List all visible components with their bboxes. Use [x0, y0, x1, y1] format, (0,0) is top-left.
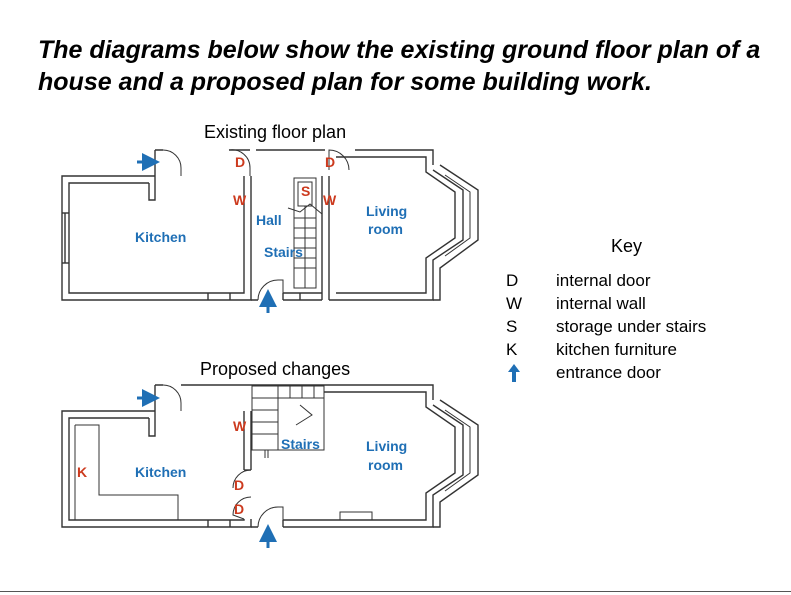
key-desc: storage under stairs [556, 317, 707, 336]
proposed-stairs [251, 385, 325, 458]
proposed-entrance-swing [257, 506, 284, 528]
key-code: W [506, 294, 523, 313]
key-title: Key [611, 236, 643, 256]
existing-floor-plan [61, 149, 479, 301]
proposed-internal-wall [243, 411, 252, 470]
key-code: K [506, 340, 518, 359]
existing-top-wall [155, 149, 434, 165]
key-desc: entrance door [556, 363, 661, 382]
proposed-kitchen-label: Kitchen [135, 464, 186, 480]
existing-internal-wall-right [321, 176, 330, 300]
arrow-up-icon [506, 362, 536, 390]
existing-bottom-wall [251, 292, 322, 301]
existing-plan-heading: Existing floor plan [204, 122, 347, 142]
page-title: The diagrams below show the existing gro… [38, 36, 761, 96]
existing-wall-code-1: W [233, 192, 247, 208]
existing-living-label-2: room [368, 221, 403, 237]
existing-kitchen-walls [61, 175, 252, 301]
proposed-living-room-walls [297, 391, 479, 528]
existing-front-door-swing [162, 149, 182, 176]
existing-hall-label: Hall [256, 212, 282, 228]
existing-internal-wall-left [243, 176, 252, 286]
existing-storage-code: S [301, 183, 310, 199]
bottom-divider [0, 591, 791, 592]
existing-kitchen-label: Kitchen [135, 229, 186, 245]
existing-living-label-1: Living [366, 203, 407, 219]
proposed-top-wall [155, 384, 434, 400]
proposed-door-2 [232, 496, 252, 520]
proposed-living-label-1: Living [366, 438, 407, 454]
proposed-wall-code: W [233, 418, 247, 434]
existing-door-code-2: D [325, 154, 335, 170]
proposed-bottom-wall [251, 519, 304, 528]
proposed-floor-plan [61, 384, 479, 528]
existing-door-code-1: D [235, 154, 245, 170]
proposed-furniture-code: K [77, 464, 87, 480]
existing-door-left [228, 149, 251, 176]
existing-living-room-walls [329, 156, 479, 301]
proposed-door-code-1: D [234, 477, 244, 493]
key-code: S [506, 317, 518, 336]
existing-stairs [287, 177, 323, 289]
proposed-living-label-2: room [368, 457, 403, 473]
key-desc: internal door [556, 271, 651, 290]
key-code: D [506, 271, 519, 290]
existing-door-right [328, 149, 350, 171]
proposed-door-code-2: D [234, 501, 244, 517]
proposed-plan-heading: Proposed changes [200, 359, 351, 379]
proposed-kitchen-walls [61, 410, 252, 528]
existing-wall-code-2: W [323, 192, 337, 208]
existing-entrance-swing [257, 279, 284, 301]
existing-stairs-label: Stairs [264, 244, 303, 260]
proposed-side-door-swing [162, 384, 182, 411]
proposed-stairs-label: Stairs [281, 436, 320, 452]
key-desc: kitchen furniture [556, 340, 677, 359]
key-desc: internal wall [556, 294, 646, 313]
